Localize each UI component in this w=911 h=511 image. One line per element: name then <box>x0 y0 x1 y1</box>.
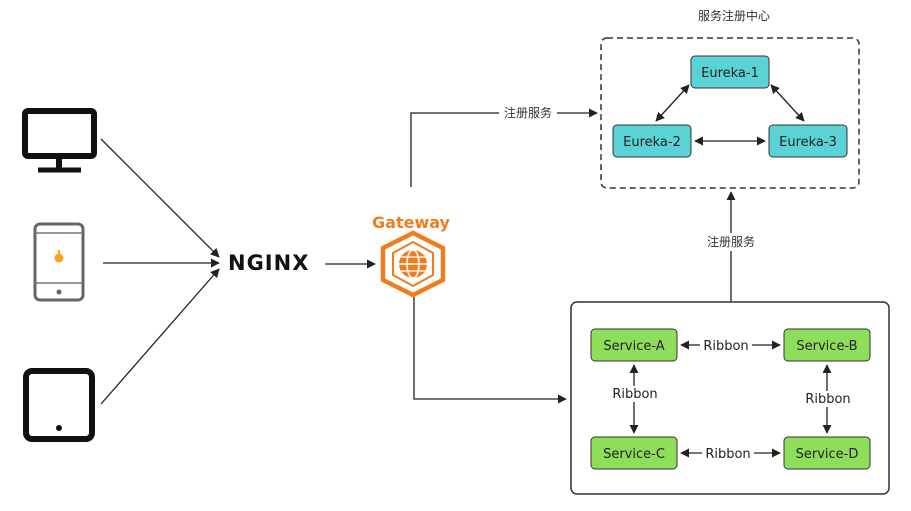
gateway-icon <box>380 230 446 298</box>
desktop-to-nginx-connector <box>100 138 220 258</box>
registry-title: 服务注册中心 <box>698 8 770 23</box>
eureka-node-1[interactable]: Eureka-1 <box>690 55 770 89</box>
eureka-1-3-connector <box>770 84 805 122</box>
eureka-node-1-label: Eureka-1 <box>701 66 759 81</box>
service-b-label: Service-B <box>796 339 857 354</box>
gateway-register-label: 注册服务 <box>504 105 552 120</box>
ribbon-b-d-label: Ribbon <box>805 392 850 407</box>
ribbon-a-c-label: Ribbon <box>612 387 657 402</box>
service-a-label: Service-A <box>603 339 664 354</box>
ribbon-c-d-label: Ribbon <box>705 447 750 462</box>
tablet-to-nginx-connector <box>100 268 220 405</box>
eureka-node-2-label: Eureka-2 <box>623 135 681 150</box>
eureka-node-3[interactable]: Eureka-3 <box>768 124 848 158</box>
ribbon-a-b-label: Ribbon <box>703 339 748 354</box>
tablet-icon <box>23 368 95 442</box>
service-b-node[interactable]: Service-B <box>783 328 871 362</box>
eureka-node-3-label: Eureka-3 <box>779 135 837 150</box>
nginx-logo: NGINX <box>228 251 309 275</box>
eureka-node-2[interactable]: Eureka-2 <box>612 124 692 158</box>
service-c-label: Service-C <box>603 447 665 462</box>
gateway-title: Gateway <box>372 213 451 232</box>
gateway-to-services-connector <box>413 297 567 404</box>
service-d-label: Service-D <box>796 447 859 462</box>
smartphone-icon <box>33 222 85 302</box>
services-container <box>570 301 890 495</box>
apple-logo-icon <box>54 253 64 263</box>
services-register-label: 注册服务 <box>707 234 755 249</box>
desktop-monitor-icon <box>22 108 97 173</box>
service-a-node[interactable]: Service-A <box>590 328 678 362</box>
registry-container <box>600 37 860 189</box>
eureka-1-2-connector <box>655 84 690 122</box>
service-c-node[interactable]: Service-C <box>590 436 678 470</box>
gateway-to-registry-connector <box>410 108 598 187</box>
service-d-node[interactable]: Service-D <box>783 436 871 470</box>
